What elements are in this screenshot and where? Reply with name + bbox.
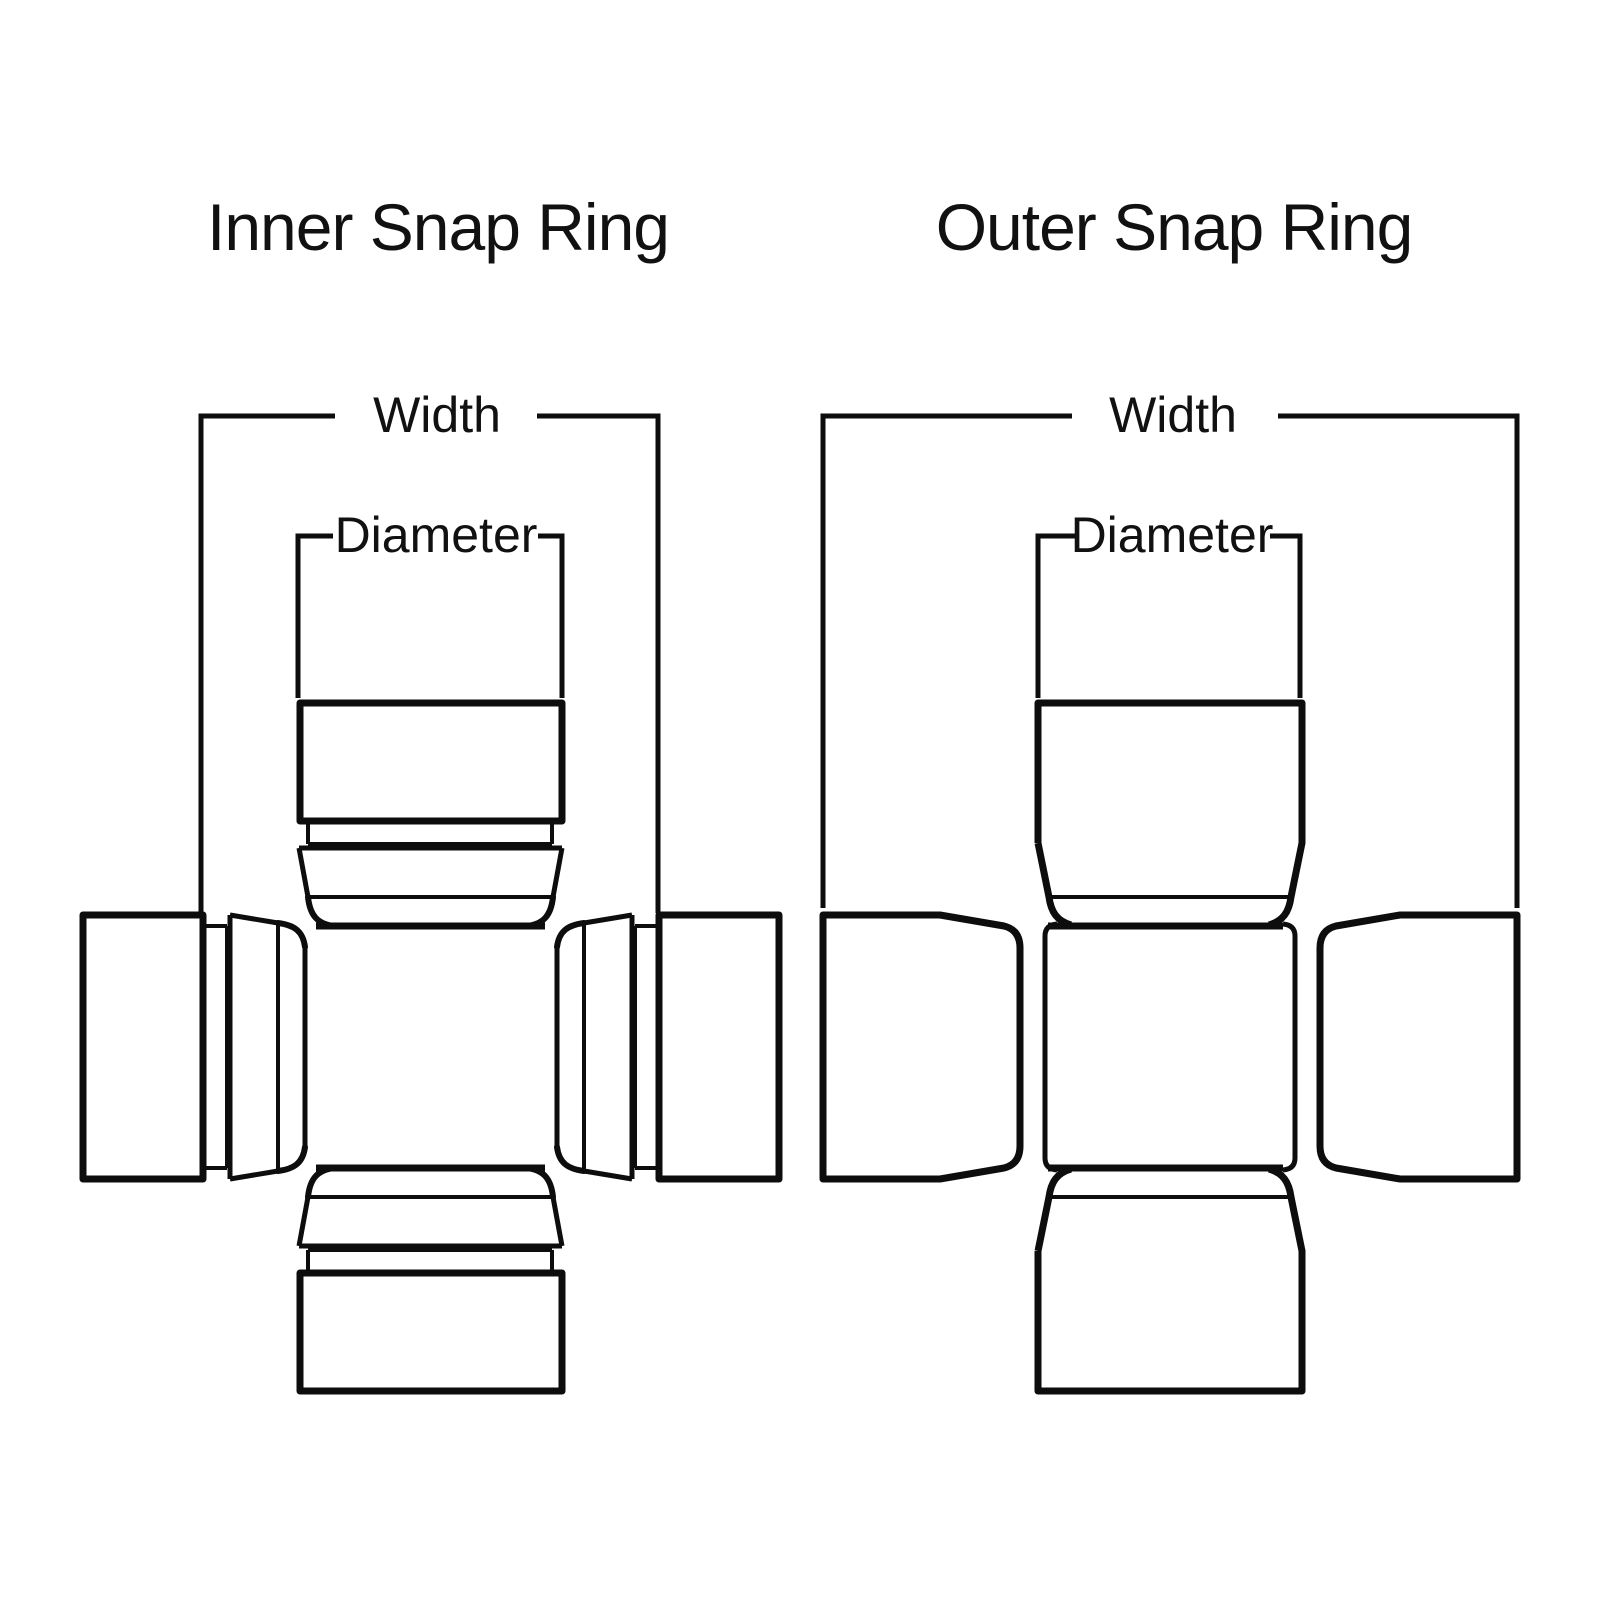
inner-diameter-bracket-left xyxy=(295,533,333,698)
outer-left-bearing-cap xyxy=(819,911,1024,1183)
outer-right-arm xyxy=(1316,911,1521,1183)
inner-right-seal xyxy=(583,912,635,1182)
outer-cross-drawing xyxy=(819,699,1521,1395)
inner-right-seal-skirt xyxy=(554,920,587,1174)
inner-right-arm xyxy=(554,911,783,1183)
outer-diameter-label: Diameter xyxy=(1071,507,1274,563)
inner-right-snap-ring-groove xyxy=(633,924,659,1170)
inner-width-label: Width xyxy=(373,387,501,443)
inner-top-seal xyxy=(296,845,565,898)
inner-bottom-arm xyxy=(296,1165,566,1395)
inner-top-arm xyxy=(296,699,566,929)
inner-diameter-bracket: Diameter xyxy=(295,507,565,698)
outer-top-bearing-cap xyxy=(1034,699,1306,929)
inner-diameter-bracket-right xyxy=(538,533,565,698)
inner-width-bracket-left xyxy=(198,413,335,913)
inner-snap-ring-diagram: Inner Snap Ring Width Diameter xyxy=(79,190,783,1395)
outer-center-body xyxy=(1042,921,1298,1173)
outer-width-bracket: Width xyxy=(820,387,1520,908)
outer-diameter-bracket: Diameter xyxy=(1035,507,1303,698)
inner-left-seal xyxy=(227,912,279,1182)
outer-top-arm xyxy=(1034,699,1306,929)
inner-left-bearing-cap xyxy=(79,911,207,1183)
inner-cross-drawing xyxy=(79,699,783,1395)
inner-diameter-label: Diameter xyxy=(335,507,538,563)
inner-width-bracket-right xyxy=(537,413,661,913)
outer-width-label: Width xyxy=(1109,387,1237,443)
inner-top-bearing-cap xyxy=(296,699,566,825)
outer-right-bearing-cap xyxy=(1316,911,1521,1183)
inner-left-arm xyxy=(79,911,308,1183)
inner-top-snap-ring-groove xyxy=(306,821,554,846)
inner-left-snap-ring-groove xyxy=(203,924,229,1170)
inner-bottom-snap-ring-groove xyxy=(306,1248,554,1273)
outer-bottom-arm xyxy=(1034,1165,1306,1395)
outer-body-left-edge xyxy=(1042,921,1058,1173)
inner-bottom-seal-skirt xyxy=(305,1165,556,1200)
inner-right-bearing-cap xyxy=(655,911,783,1183)
inner-diagram-title: Inner Snap Ring xyxy=(207,190,669,264)
outer-width-bracket-left xyxy=(820,413,1072,908)
outer-left-arm xyxy=(819,911,1024,1183)
inner-top-seal-skirt xyxy=(305,894,556,929)
outer-snap-ring-diagram: Outer Snap Ring Width Diameter xyxy=(819,190,1521,1395)
inner-left-seal-skirt xyxy=(275,920,308,1174)
outer-bottom-bearing-cap xyxy=(1034,1165,1306,1395)
outer-diameter-bracket-right xyxy=(1270,533,1303,698)
inner-bottom-seal xyxy=(296,1196,565,1249)
outer-body-right-edge xyxy=(1282,921,1298,1173)
inner-center-body xyxy=(302,922,560,1172)
outer-diameter-bracket-left xyxy=(1035,533,1075,698)
inner-width-bracket: Width xyxy=(198,387,661,913)
outer-width-bracket-right xyxy=(1278,413,1520,908)
inner-bottom-bearing-cap xyxy=(296,1269,566,1395)
outer-diagram-title: Outer Snap Ring xyxy=(936,190,1413,264)
